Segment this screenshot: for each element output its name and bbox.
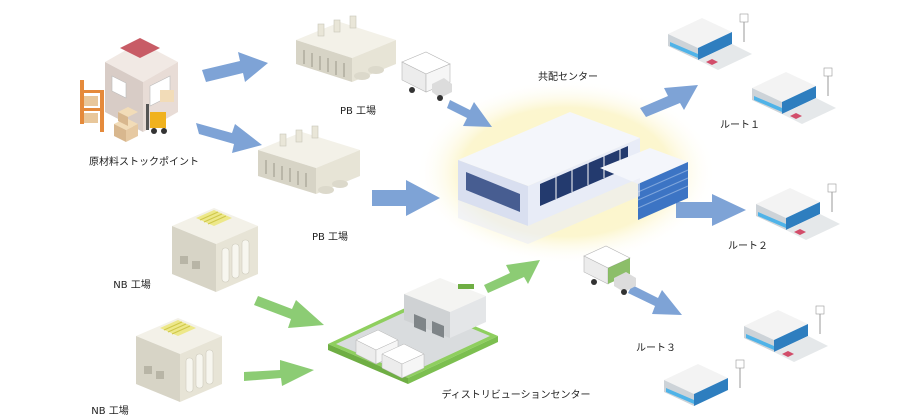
label-pb-factory-1: PB 工場 xyxy=(339,106,377,117)
pb-factory-2 xyxy=(258,125,360,194)
label-pb-factory-2: PB 工場 xyxy=(311,232,349,243)
truck-route3 xyxy=(583,245,636,295)
nb-factory-1 xyxy=(172,208,258,292)
pb-factory-1 xyxy=(296,15,396,82)
store-route1-b xyxy=(752,67,836,124)
distribution-center xyxy=(328,278,498,384)
store-route1-a xyxy=(668,13,752,70)
arrow-hub-to-route2 xyxy=(676,194,746,226)
arrow-raw-to-pb2 xyxy=(196,123,262,153)
arrow-truck-to-hub xyxy=(447,100,492,127)
nb-factory-2 xyxy=(136,318,222,402)
arrow-nb1-to-dc xyxy=(254,296,324,328)
store-route2 xyxy=(756,183,840,240)
arrow-raw-to-pb1 xyxy=(202,52,268,82)
label-raw-material: 原材料ストックポイント xyxy=(89,157,199,168)
arrow-pb2-to-hub xyxy=(372,180,440,216)
label-nb-factory-2: NB 工場 xyxy=(91,406,129,417)
arrows-blue xyxy=(196,52,746,315)
arrow-truck-to-route3 xyxy=(628,285,682,315)
store-route3-a xyxy=(744,305,828,362)
arrow-hub-to-route1 xyxy=(640,85,698,117)
joint-center-building xyxy=(458,112,689,244)
label-distribution-center: ディストリビューションセンター xyxy=(441,390,591,401)
label-nb-factory-1: NB 工場 xyxy=(113,280,151,291)
raw-material-warehouse xyxy=(80,38,178,142)
truck-top xyxy=(401,51,452,101)
arrow-dc-to-hub xyxy=(484,260,540,293)
arrow-nb2-to-dc xyxy=(244,360,314,386)
label-route-3: ルート３ xyxy=(636,343,676,354)
label-route-2: ルート２ xyxy=(728,241,768,252)
label-joint-center: 共配センター xyxy=(538,72,598,83)
store-route3-b xyxy=(664,359,745,406)
label-route-1: ルート１ xyxy=(720,120,760,131)
arrows-green xyxy=(244,260,540,386)
